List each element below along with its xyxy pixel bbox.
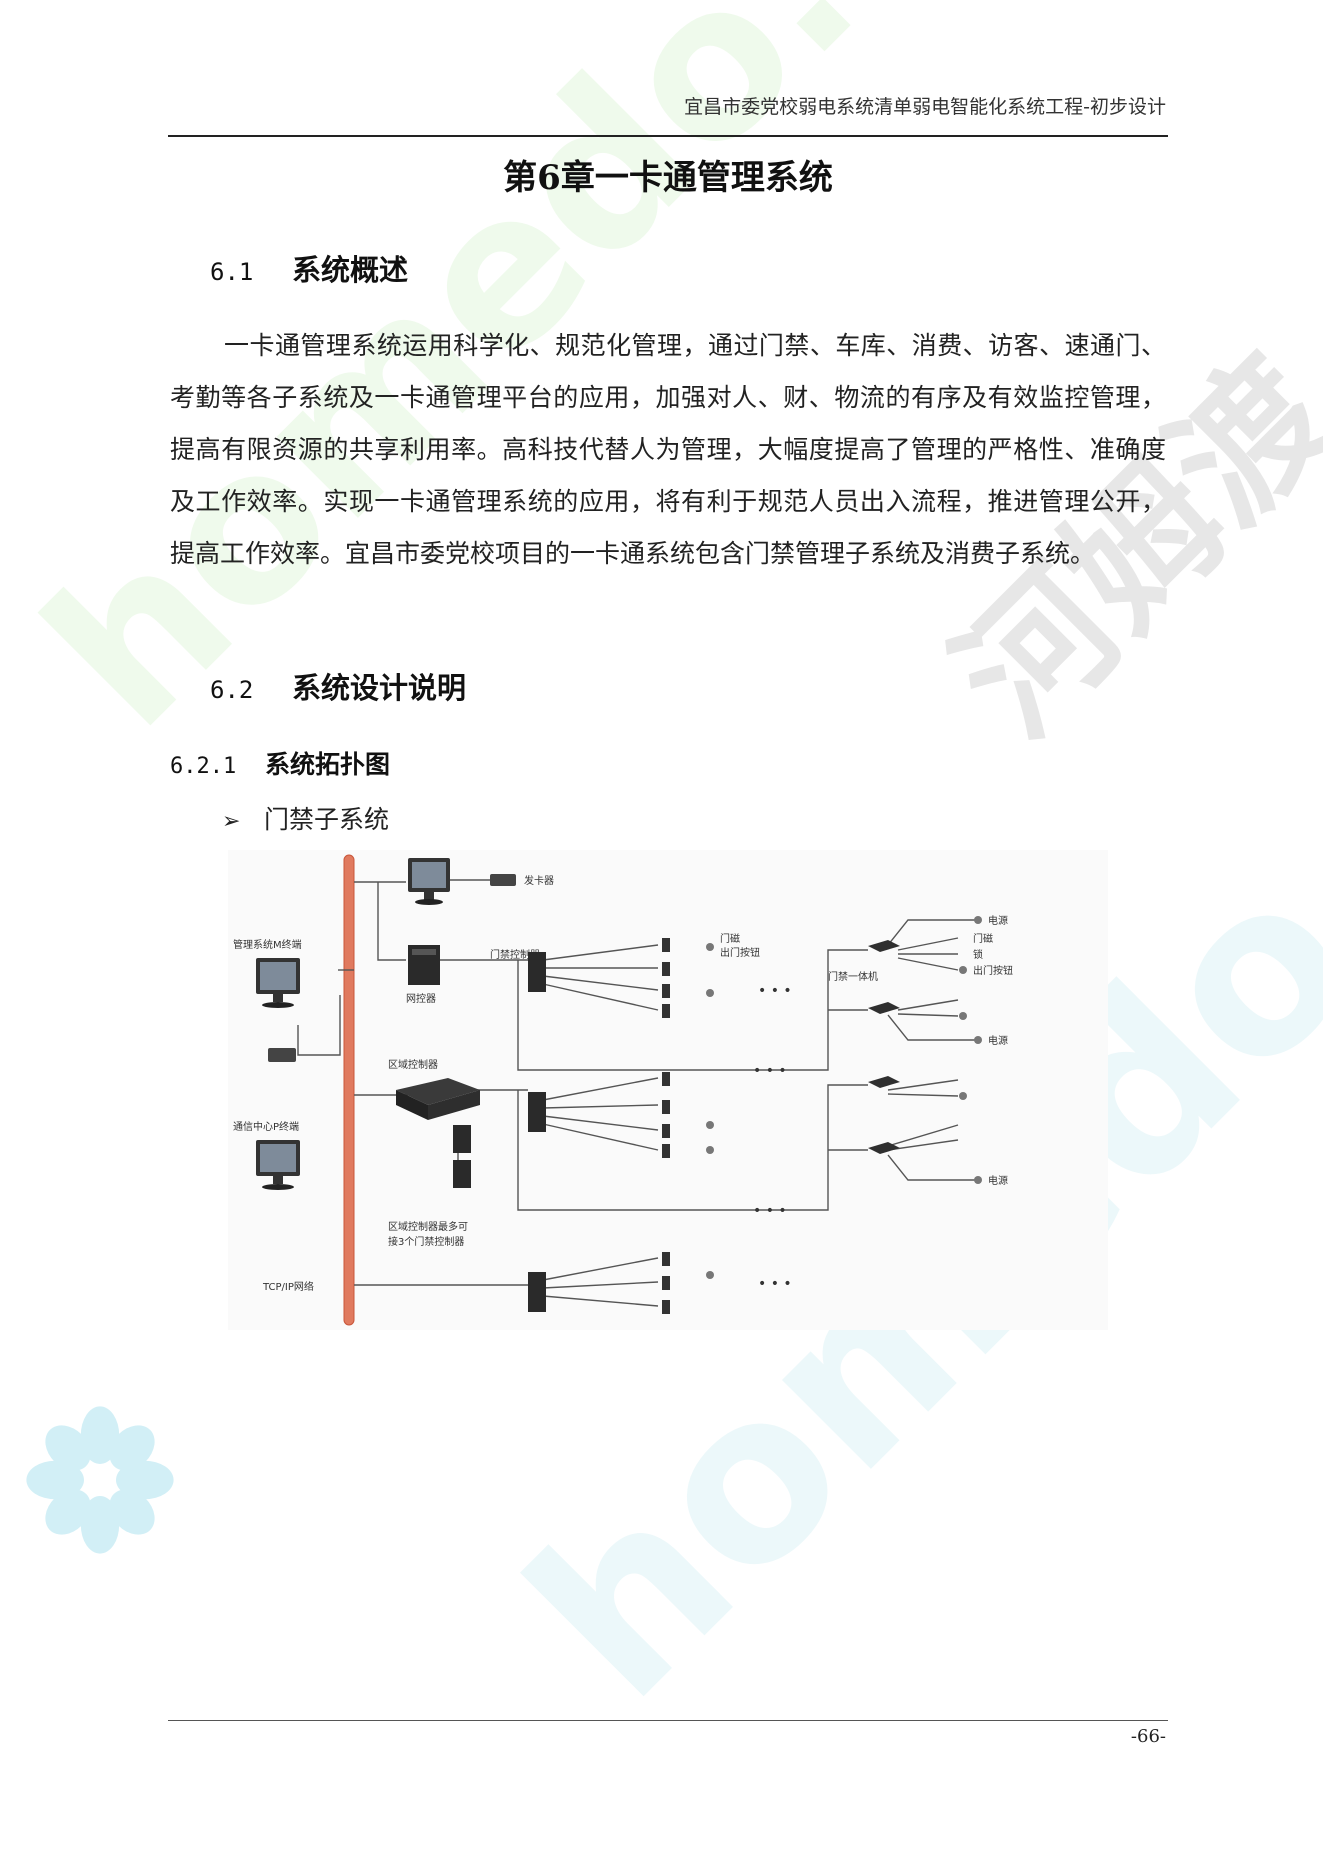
- label-card-issuer: 发卡器: [524, 874, 554, 887]
- label-exit-button: 出门按钮: [973, 964, 1013, 977]
- section-number: 6.2: [210, 676, 254, 704]
- card-issuer-icon: [490, 874, 516, 886]
- header-rule: [168, 135, 1168, 137]
- mgmt-card-reader-icon: [268, 1048, 296, 1062]
- section-number: 6.1: [210, 258, 254, 286]
- area-controller-icon: [396, 1078, 480, 1120]
- all-in-one-device-icon: [868, 940, 900, 952]
- subsection-number: 6.2.1: [170, 754, 237, 779]
- ellipsis-dots: • • •: [753, 1203, 787, 1219]
- reader-icon: [662, 1100, 670, 1114]
- exit-button-icon: [706, 1121, 714, 1129]
- area-sub-controller-icon: [453, 1160, 471, 1188]
- mgmt-terminal-icon: [256, 958, 300, 1008]
- exit-button-icon: [706, 943, 714, 951]
- section-heading-6-1: 6.1 系统概述: [210, 247, 408, 289]
- door-controller-icon: [528, 952, 546, 992]
- all-in-one-device-icon: [868, 1142, 900, 1154]
- label-power: 电源: [988, 1034, 1008, 1047]
- exit-button-icon: [706, 989, 714, 997]
- reader-icon: [662, 1124, 670, 1138]
- label-door-magnet: 门磁: [973, 932, 993, 945]
- reader-icon: [662, 984, 670, 998]
- page-number: -66-: [1130, 1726, 1166, 1747]
- power-icon: [974, 916, 982, 924]
- exit-button-icon: [706, 1146, 714, 1154]
- ellipsis-dots: • • •: [753, 1063, 787, 1079]
- bullet-item: ➢ 门禁子系统: [222, 800, 389, 836]
- reader-icon: [662, 1276, 670, 1290]
- ellipsis-dots: • • •: [758, 983, 792, 999]
- label-comm-terminal: 通信中心P终端: [233, 1120, 299, 1133]
- access-control-topology-diagram: 发卡器 网控器 管理系统M终端 通信中心P终端 区域控制器 区域控制器最多可 接…: [228, 850, 1108, 1330]
- power-icon: [974, 1036, 982, 1044]
- network-controller-icon: [408, 945, 440, 985]
- reader-icon: [662, 1252, 670, 1266]
- power-icon: [974, 1176, 982, 1184]
- reader-icon: [662, 1004, 670, 1018]
- label-exit-button: 出门按钮: [720, 946, 760, 959]
- label-area-note-2: 接3个门禁控制器: [388, 1235, 464, 1248]
- overview-paragraph: 一卡通管理系统运用科学化、规范化管理，通过门禁、车库、消费、访客、速通门、考勤等…: [170, 331, 1166, 568]
- bullet-text: 门禁子系统: [264, 805, 390, 834]
- label-door-controller: 门禁控制器: [490, 948, 540, 961]
- comm-terminal-icon: [256, 1140, 300, 1190]
- section-title: 系统设计说明: [292, 671, 467, 705]
- bullet-arrow-icon: ➢: [222, 809, 241, 834]
- exit-button-icon: [959, 1012, 967, 1020]
- exit-button-icon: [959, 966, 967, 974]
- reader-icon: [662, 1300, 670, 1314]
- section-title: 系统概述: [292, 253, 409, 287]
- subsection-title: 系统拓扑图: [265, 750, 391, 779]
- reader-icon: [662, 1072, 670, 1086]
- exit-button-icon: [706, 1271, 714, 1279]
- label-tcpip: TCP/IP网络: [262, 1280, 314, 1293]
- running-header: 宜昌市委党校弱电系统清单弱电智能化系统工程-初步设计: [684, 96, 1166, 118]
- label-lock: 锁: [973, 948, 983, 961]
- door-controller-icon: [528, 1092, 546, 1132]
- door-controller-icon: [528, 1272, 546, 1312]
- label-area-note-1: 区域控制器最多可: [388, 1220, 468, 1233]
- exit-button-icon: [959, 1092, 967, 1100]
- reader-icon: [662, 938, 670, 952]
- area-sub-controller-icon: [453, 1125, 471, 1153]
- ellipsis-dots: • • •: [758, 1276, 792, 1292]
- footer-rule: [168, 1720, 1168, 1721]
- workstation-monitor-icon: [408, 858, 450, 905]
- watermark-flower-logo: [26, 1406, 174, 1554]
- all-in-one-device-icon: [868, 1076, 900, 1088]
- subsection-heading-6-2-1: 6.2.1 系统拓扑图: [170, 745, 390, 781]
- reader-icon: [662, 962, 670, 976]
- label-power: 电源: [988, 1174, 1008, 1187]
- network-backbone-bar: [343, 854, 355, 1326]
- label-mgmt-terminal: 管理系统M终端: [233, 938, 302, 951]
- label-network-controller: 网控器: [406, 992, 436, 1005]
- label-power: 电源: [988, 914, 1008, 927]
- all-in-one-device-icon: [868, 1002, 900, 1014]
- label-door-magnet: 门磁: [720, 932, 740, 945]
- reader-icon: [662, 1144, 670, 1158]
- label-area-controller: 区域控制器: [388, 1058, 438, 1071]
- chapter-title: 第6章一卡通管理系统: [503, 158, 833, 198]
- label-all-in-one: 门禁一体机: [828, 970, 878, 983]
- section-heading-6-2: 6.2 系统设计说明: [210, 665, 466, 707]
